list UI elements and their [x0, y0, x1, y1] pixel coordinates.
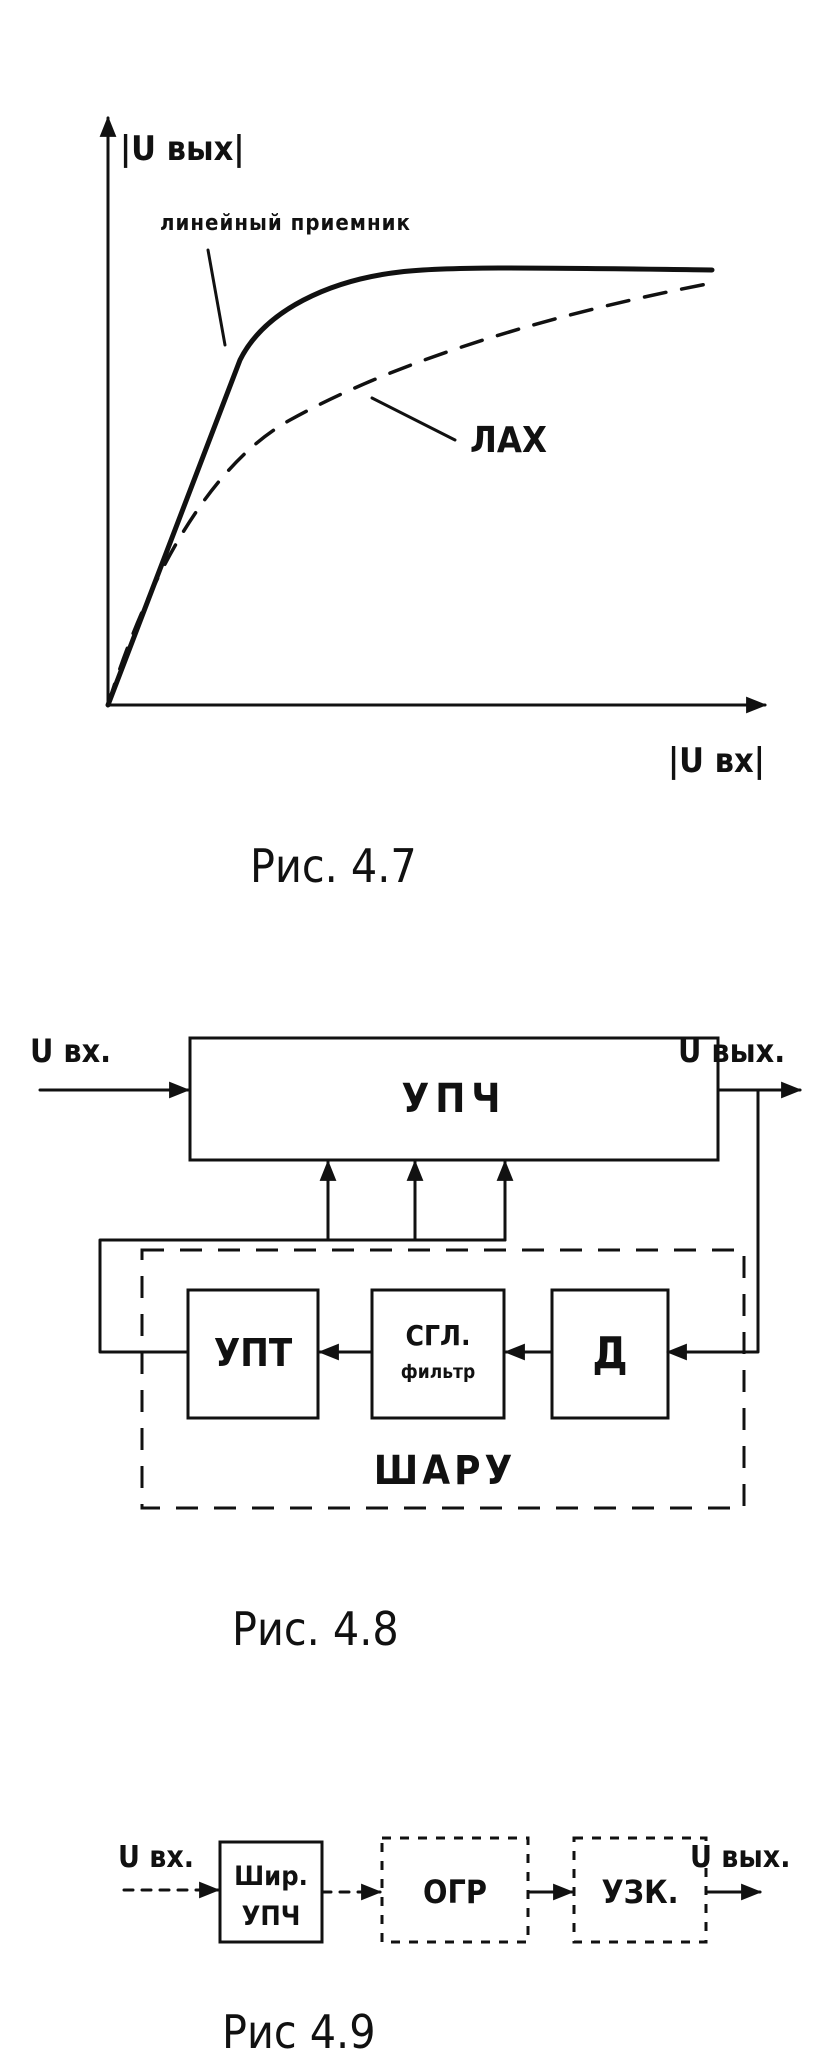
block-filter-label-1: СГЛ.	[405, 1319, 470, 1352]
figure-4-8: U вх. U вых. УПЧ ШАРУ УПТ СГЛ. фильтр Д …	[30, 1032, 803, 1656]
linear-curve-leader	[206, 248, 227, 347]
block-wide-label-2: УПЧ	[242, 1901, 301, 1932]
sharu-group	[140, 1248, 746, 1510]
block-filter	[370, 1288, 506, 1420]
fig48-input-label: U вх.	[30, 1032, 111, 1070]
log-curve-leader	[370, 396, 457, 442]
sharu-label: ШАРУ	[374, 1448, 516, 1494]
linear-curve-label: линейный приемник	[160, 211, 411, 236]
figure-4-7-caption: Рис. 4.7	[250, 839, 417, 893]
block-limiter-label: ОГР	[423, 1873, 487, 1911]
figure-4-7: |U вых| |U вх| линейный приемник ЛАХ Рис…	[99, 115, 768, 893]
block-upt-label: УПТ	[214, 1331, 293, 1375]
block-limiter	[380, 1836, 530, 1944]
block-upch-label: УПЧ	[402, 1076, 507, 1122]
block-detector	[550, 1288, 670, 1420]
block-upch	[188, 1036, 720, 1162]
block-narrow-label: УЗК.	[601, 1873, 678, 1911]
block-detector-label: Д	[592, 1328, 627, 1379]
block-filter-label-2: фильтр	[401, 1361, 475, 1383]
log-curve-label: ЛАХ	[470, 420, 547, 461]
y-axis-label: |U вых|	[120, 129, 245, 169]
linear-receiver-curve	[105, 265, 715, 708]
fig49-input-label: U вх.	[118, 1840, 194, 1875]
block-wide-label-1: Шир.	[234, 1861, 308, 1892]
figure-4-9-caption: Рис 4.9	[222, 2005, 376, 2059]
figure-4-9: U вх. U вых. Шир. УПЧ ОГР УЗК. Рис 4.9	[118, 1836, 790, 2059]
fig48-detector-feed	[665, 1088, 760, 1361]
block-narrow	[572, 1836, 708, 1944]
log-amplitude-curve	[106, 281, 714, 707]
x-axis-label: |U вх|	[668, 741, 765, 781]
figure-4-8-caption: Рис. 4.8	[232, 1602, 399, 1656]
